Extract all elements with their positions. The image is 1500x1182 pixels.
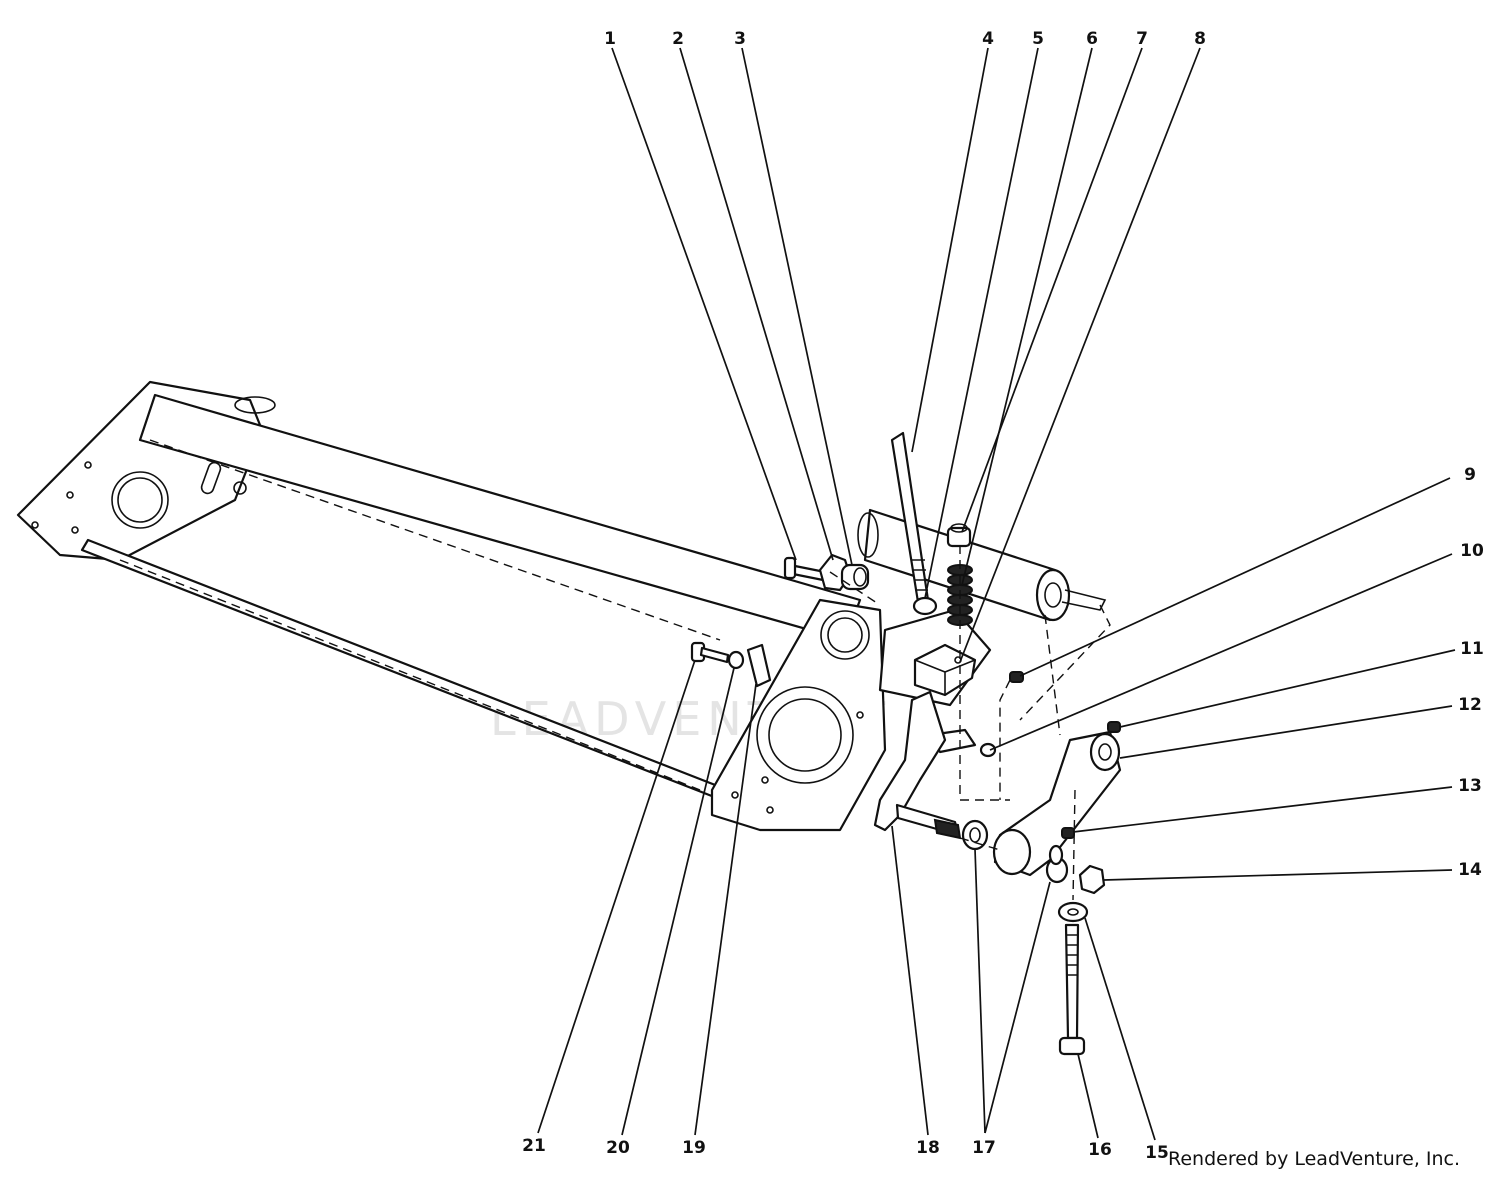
part-4-rod [890, 431, 930, 604]
part-1-bolt [783, 556, 827, 582]
part-7-cap-nut [946, 523, 972, 548]
callout-12: 12 [1458, 695, 1482, 715]
callout-10: 10 [1460, 541, 1484, 561]
part-21-bolt [690, 641, 730, 664]
part-14-nut [1078, 864, 1106, 895]
frame-arm [16, 380, 887, 832]
callout-14: 14 [1458, 860, 1482, 880]
callout-2: 2 [672, 29, 684, 49]
callout-1: 1 [604, 29, 616, 49]
callout-9: 9 [1464, 465, 1476, 485]
callout-6: 6 [1086, 29, 1098, 49]
part-18-lever [873, 690, 962, 840]
part-9-set-screw [1009, 671, 1024, 683]
part-16-bolt [1058, 923, 1086, 1056]
callout-20: 20 [606, 1138, 630, 1158]
callout-13: 13 [1458, 776, 1482, 796]
part-15-washer [1057, 901, 1089, 923]
part-3-bushing [840, 563, 870, 591]
part-13-set-screw [1061, 827, 1075, 839]
callout-17: 17 [972, 1138, 996, 1158]
callout-18: 18 [916, 1138, 940, 1158]
callout-3: 3 [734, 29, 746, 49]
callout-15: 15 [1145, 1143, 1169, 1163]
callout-19: 19 [682, 1138, 706, 1158]
callout-7: 7 [1136, 29, 1148, 49]
part-17-bushings [961, 819, 1069, 884]
part-20-washer [727, 650, 745, 670]
callout-4: 4 [982, 29, 994, 49]
leader-lines [537, 47, 1456, 1141]
callout-8: 8 [1194, 29, 1206, 49]
render-credit: Rendered by LeadVenture, Inc. [1168, 1148, 1461, 1170]
callout-labels: 1 2 3 4 5 6 7 8 9 10 11 12 13 14 15 16 1… [522, 29, 1484, 1163]
callout-11: 11 [1460, 639, 1484, 659]
callout-16: 16 [1088, 1140, 1112, 1160]
part-5-nut [912, 596, 938, 616]
part-12-link-arm [992, 730, 1122, 877]
callout-5: 5 [1032, 29, 1044, 49]
part-11-screw [1107, 721, 1121, 733]
callout-21: 21 [522, 1136, 546, 1156]
part-19-clip [746, 643, 772, 688]
